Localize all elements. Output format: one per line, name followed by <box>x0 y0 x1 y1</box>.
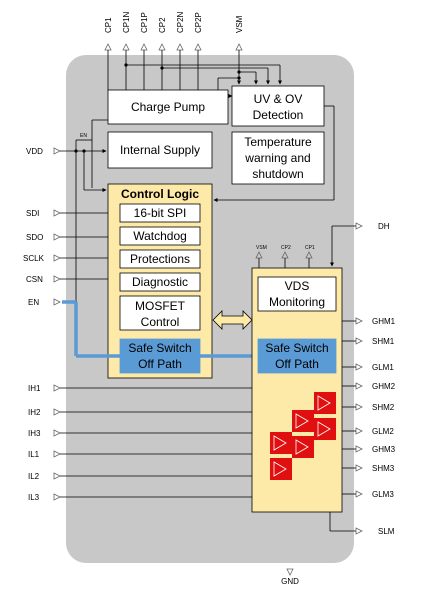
mosfet-line1: MOSFET <box>135 299 186 313</box>
pin-il2-label: IL2 <box>28 472 40 481</box>
safe-switch-right-block <box>257 338 337 374</box>
pin-ghm1-label: GHM1 <box>372 317 396 326</box>
pin-sdo-label: SDO <box>26 233 43 242</box>
charge-pump-block <box>107 89 229 125</box>
control-logic-title: Control Logic <box>121 187 199 201</box>
cp1-small-label: CP1 <box>305 245 315 251</box>
charge-pump-label: Charge Pump <box>131 100 205 114</box>
uvov-feedback-wire <box>213 105 335 202</box>
diagnostic-label: Diagnostic <box>132 275 188 289</box>
temperature-line2: warning and <box>244 151 310 165</box>
temperature-line1: Temperature <box>244 135 312 149</box>
driver-supply-inputs <box>255 251 313 268</box>
temperature-block <box>231 131 325 185</box>
watchdog-block <box>119 226 201 246</box>
pin-glm3-label: GLM3 <box>372 490 394 499</box>
pin-ih1-label: IH1 <box>28 384 41 393</box>
right-pin-wires <box>329 320 356 532</box>
pin-ih3-label: IH3 <box>28 429 41 438</box>
pin-glm1-label: GLM1 <box>372 363 394 372</box>
driver-icon-3 <box>292 410 314 432</box>
internal-supply-label: Internal Supply <box>120 143 200 157</box>
safe-switch-left-line2: Off Path <box>138 357 182 371</box>
pin-sdi-label: SDI <box>26 209 39 218</box>
driver-icon-2 <box>314 418 336 440</box>
gnd-pin: GND <box>281 568 299 586</box>
pin-cp2n-label: CP2N <box>176 11 185 33</box>
pin-ghm3-label: GHM3 <box>372 445 396 454</box>
uv-ov-line1: UV & OV <box>254 92 303 106</box>
pin-cp1-label: CP1 <box>104 17 113 33</box>
left-pins <box>53 209 61 501</box>
pin-cp2p-label: CP2P <box>194 12 203 33</box>
pin-ih2-label: IH2 <box>28 408 41 417</box>
mosfet-control-block <box>119 295 201 331</box>
right-pins <box>355 317 363 535</box>
pin-il1-label: IL1 <box>28 450 40 459</box>
spi-block <box>119 203 201 223</box>
pin-csn-label: CSN <box>26 275 43 284</box>
vds-line2: Monitoring <box>269 295 325 309</box>
driver-icon-5 <box>270 432 292 454</box>
mosfet-line2: Control <box>141 315 180 329</box>
pin-ghm2-label: GHM2 <box>372 382 396 391</box>
pin-cp1n-label: CP1N <box>122 11 131 33</box>
safe-switch-right-line2: Off Path <box>275 357 319 371</box>
cp2-small-label: CP2 <box>281 245 291 251</box>
internal-supply-block <box>107 131 213 169</box>
interface-wires <box>60 212 252 498</box>
pin-en-label: EN <box>28 298 39 307</box>
pin-gnd-label: GND <box>281 577 299 586</box>
pin-cp2-label: CP2 <box>158 17 167 33</box>
safe-switch-right-line1: Safe Switch <box>265 341 328 355</box>
driver-icon-4 <box>292 436 314 458</box>
pin-slm-label: SLM <box>378 527 395 536</box>
pin-il3-label: IL3 <box>28 493 40 502</box>
diagnostic-block <box>119 272 201 292</box>
driver-icon-6 <box>270 458 292 480</box>
pin-sclk-label: SCLK <box>23 254 45 263</box>
pin-shm2-label: SHM2 <box>372 403 395 412</box>
protections-label: Protections <box>130 252 190 266</box>
pin-cp1p-label: CP1P <box>140 12 149 33</box>
safe-switch-left-line1: Safe Switch <box>128 341 191 355</box>
protections-block <box>119 249 201 269</box>
pin-glm2-label: GLM2 <box>372 427 394 436</box>
safe-switch-left-block <box>119 338 201 374</box>
gate-driver-icons <box>270 392 336 480</box>
spi-label: 16-bit SPI <box>134 206 187 220</box>
top-pins <box>104 43 243 51</box>
pin-vsm-label: VSM <box>235 15 244 33</box>
driver-icon-1 <box>314 392 336 414</box>
pin-dh-label: DH <box>378 222 390 231</box>
vds-monitoring-block <box>257 276 337 312</box>
pin-shm1-label: SHM1 <box>372 337 395 346</box>
vsm-small-label: VSM <box>256 245 267 251</box>
vdd-pin: VDD <box>26 147 61 156</box>
dh-pin: DH <box>330 222 390 267</box>
watchdog-label: Watchdog <box>133 229 187 243</box>
uv-ov-detection-block <box>231 85 325 127</box>
uv-ov-line2: Detection <box>253 108 304 122</box>
temperature-line3: shutdown <box>252 167 303 181</box>
en-internal-label: EN <box>80 133 87 139</box>
pin-shm3-label: SHM3 <box>372 464 395 473</box>
safe-path-wire <box>62 300 258 358</box>
pin-vdd-label: VDD <box>26 147 43 156</box>
vds-line1: VDS <box>285 279 310 293</box>
